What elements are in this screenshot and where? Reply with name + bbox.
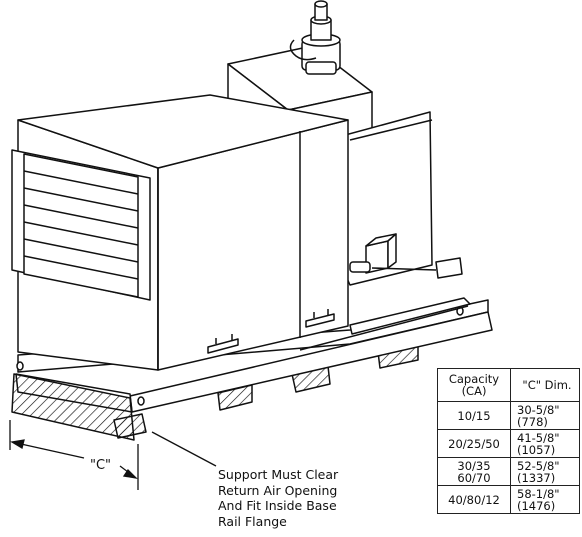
capacity-table: Capacity (CA) "C" Dim. 10/15 30-5/8"(778…: [437, 368, 580, 514]
note-line: Return Air Opening: [218, 482, 338, 498]
dimension-line: [9, 420, 139, 490]
capacity-cell: 40/80/12: [437, 485, 511, 514]
capacity-cell: 10/15: [437, 401, 511, 430]
header-c-dim: "C" Dim.: [510, 368, 580, 402]
support-note: Support Must Clear Return Air Opening An…: [218, 467, 338, 529]
table-row: 20/25/50 41-5/8"(1057): [437, 429, 580, 458]
note-line: And Fit Inside Base: [218, 498, 337, 513]
dimension-c-label: "C": [90, 458, 112, 473]
note-line: Support Must Clear: [218, 467, 339, 482]
flue-pipe: [289, 0, 341, 75]
note-line: Rail Flange: [218, 513, 287, 529]
dim-cell: 41-5/8"(1057): [510, 429, 580, 458]
gas-valve: [349, 233, 463, 279]
dim-cell: 52-5/8"(1337): [510, 457, 580, 486]
dim-cell: 30-5/8"(778): [510, 401, 580, 430]
capacity-cell: 20/25/50: [437, 429, 511, 458]
air-grille: [11, 149, 151, 301]
leader-line: [151, 431, 217, 467]
table-row: 40/80/12 58-1/8"(1476): [437, 485, 580, 514]
dim-cell: 58-1/8"(1476): [510, 485, 580, 514]
front-support-block: [11, 373, 135, 441]
header-capacity: Capacity (CA): [437, 368, 511, 402]
table-row: 10/15 30-5/8"(778): [437, 401, 580, 430]
